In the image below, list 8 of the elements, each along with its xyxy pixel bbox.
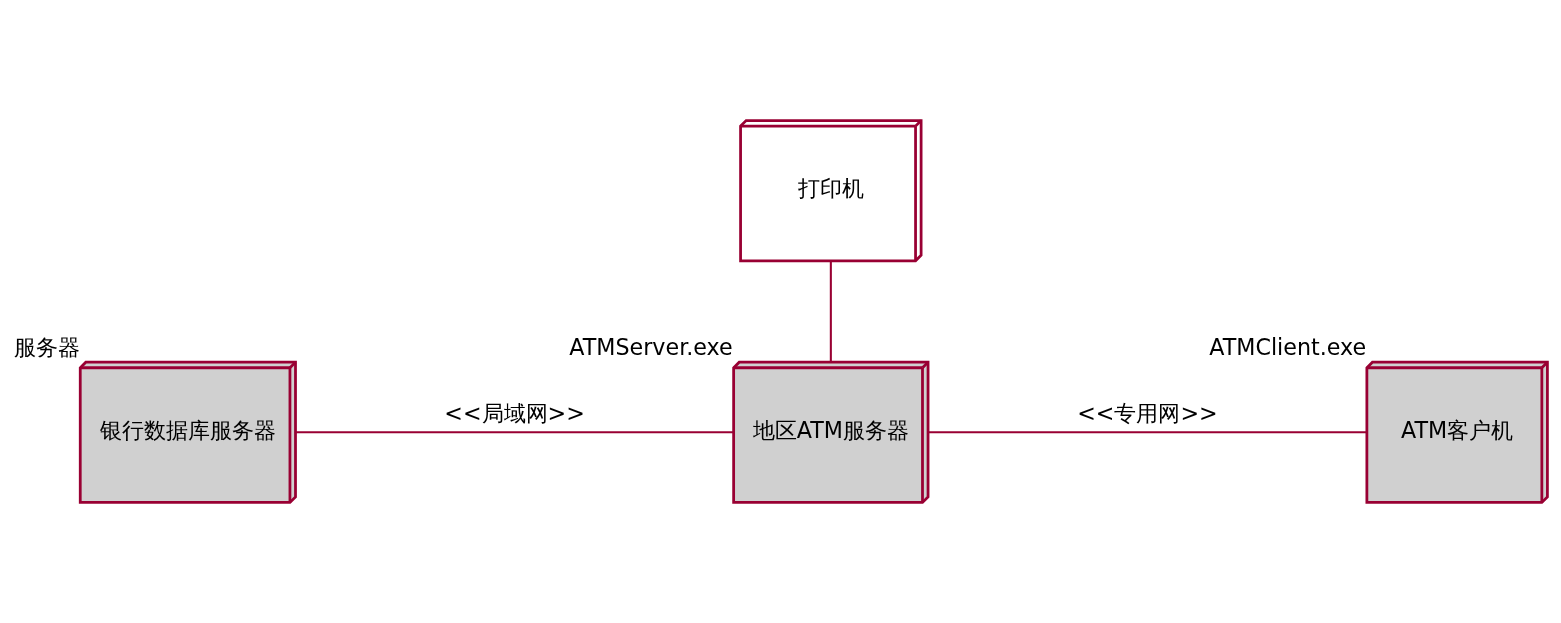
edge-label: <<局域网>> bbox=[444, 399, 585, 426]
edge-label: <<专用网>> bbox=[1077, 399, 1218, 426]
connector bbox=[295, 431, 734, 434]
node-label: ATMClient.exe bbox=[1209, 333, 1367, 360]
node-label: 服务器 bbox=[13, 333, 80, 360]
connector bbox=[928, 431, 1367, 434]
node-label: ATMServer.exe bbox=[569, 333, 733, 360]
connector bbox=[829, 261, 832, 362]
